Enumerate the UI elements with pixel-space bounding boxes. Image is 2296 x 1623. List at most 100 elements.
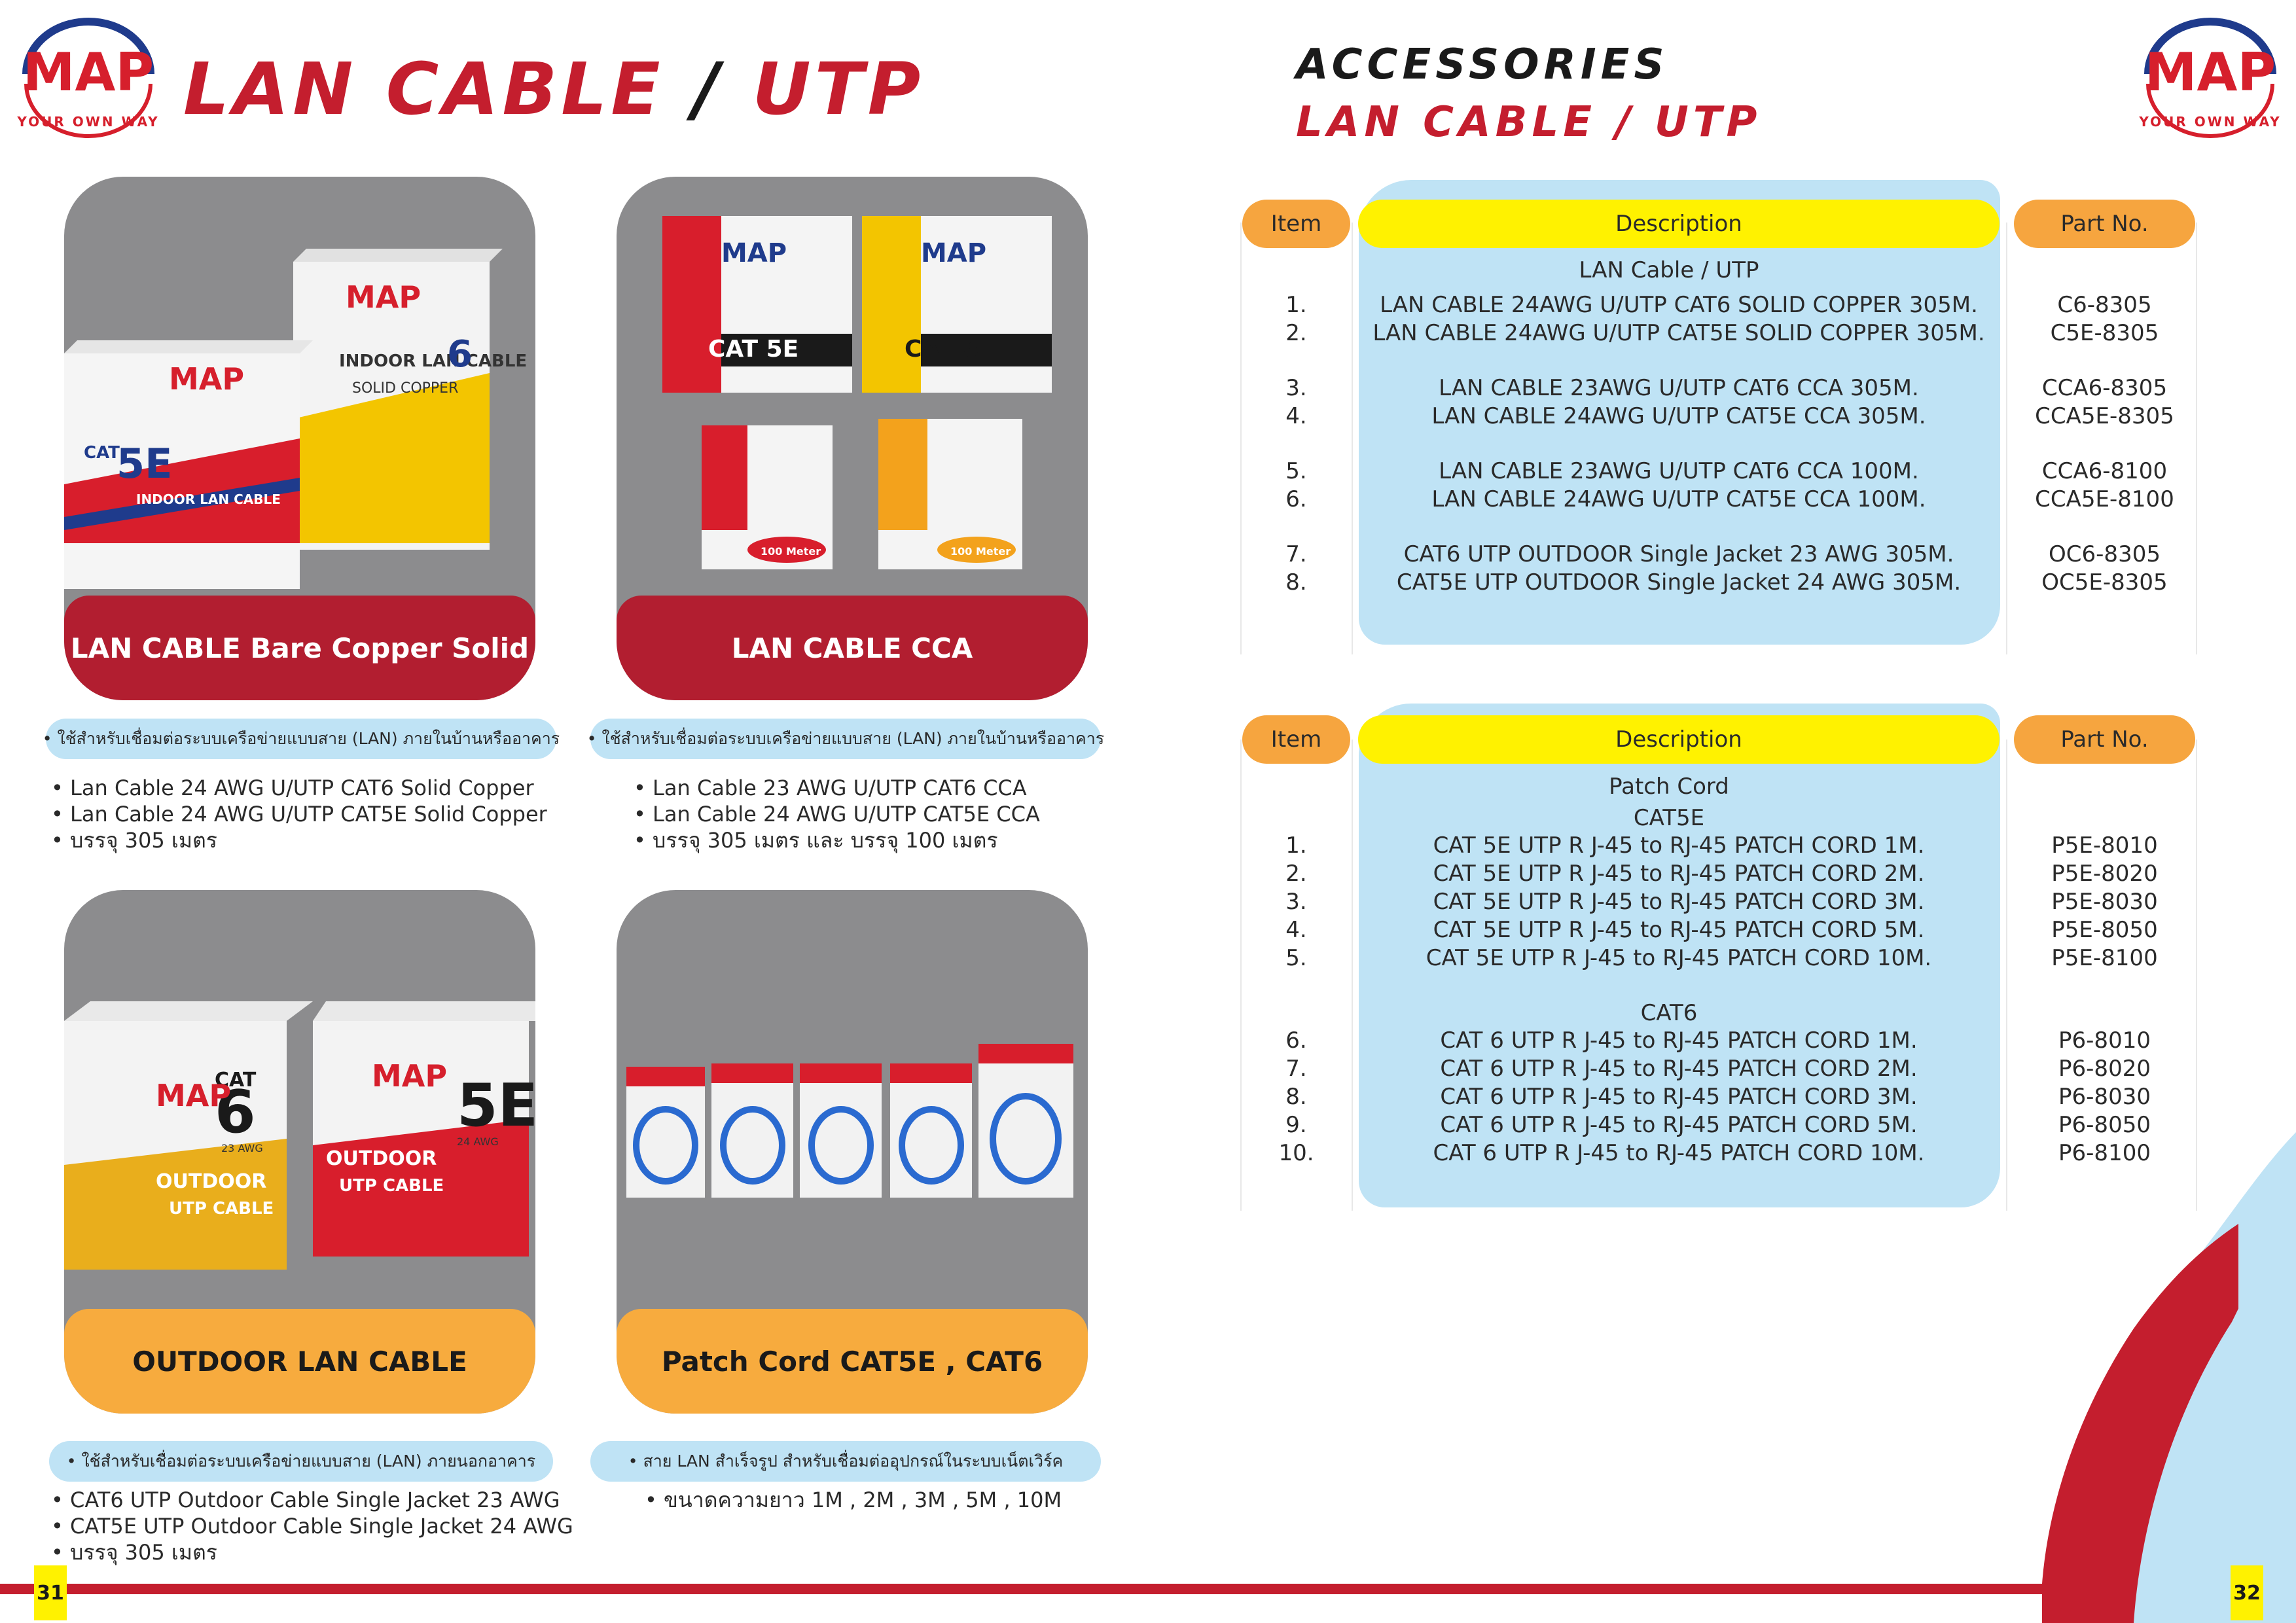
bullet-item: ขนาดความยาว 1M , 2M , 3M , 5M , 10M	[645, 1487, 1062, 1513]
product-image-patch-cord	[617, 890, 1088, 1302]
box-100m-text: 100 Meter	[761, 545, 821, 558]
table1-section-title: LAN Cable / UTP	[1579, 257, 1759, 283]
table1-part-no: CCA5E-8305	[2035, 403, 2174, 429]
table2-description-bg	[1359, 704, 2000, 1207]
table2-header-part-no: Part No.	[2014, 715, 2195, 764]
table2-description: CAT 5E UTP R J-45 to RJ-45 PATCH CORD 1M…	[1433, 832, 1925, 859]
table1-description: LAN CABLE 23AWG U/UTP CAT6 CCA 100M.	[1439, 458, 1919, 484]
table2-item-no: 3.	[1285, 889, 1307, 915]
table1-column-divider	[1240, 223, 1242, 654]
table1-description: CAT6 UTP OUTDOOR Single Jacket 23 AWG 30…	[1403, 541, 1954, 567]
table2-part-no: P5E-8010	[2051, 832, 2158, 859]
product-card-patch-cord: Patch Cord CAT5E , CAT6	[617, 890, 1088, 1414]
box-utp-text-2: UTP CABLE	[339, 1176, 444, 1196]
product-image-cca: CAT 5E CAT 6 100 Meter 100 Meter MAP MAP	[617, 177, 1088, 589]
box-logo-text-6: MAP	[372, 1058, 447, 1094]
bullet-item: Lan Cable 24 AWG U/UTP CAT5E Solid Coppe…	[51, 801, 547, 827]
box-logo-text-3: MAP	[721, 238, 787, 268]
box-outdoor-text-2: OUTDOOR	[326, 1147, 437, 1170]
table1-description-bg	[1359, 180, 2000, 645]
table2-description: CAT 6 UTP R J-45 to RJ-45 PATCH CORD 10M…	[1433, 1140, 1925, 1166]
table2-header-item: Item	[1242, 715, 1350, 764]
table2-item-no: 1.	[1285, 832, 1307, 859]
box-utp-text: UTP CABLE	[169, 1199, 274, 1219]
table1-description: LAN CABLE 23AWG U/UTP CAT6 CCA 305M.	[1439, 375, 1919, 401]
map-logo-right: MAP YOUR OWN WAY	[2135, 12, 2286, 143]
table2-part-no: P6-8010	[2058, 1027, 2151, 1054]
table1-header-description: Description	[1358, 200, 2000, 248]
product-card-cca: CAT 5E CAT 6 100 Meter 100 Meter MAP MAP…	[617, 177, 1088, 700]
table2-column-divider	[1352, 740, 1353, 1211]
card-pill-cca: • ใช้สำหรับเชื่อมต่อระบบเครือข่ายแบบสาย …	[587, 719, 1104, 759]
table1-header-part-no: Part No.	[2014, 200, 2195, 248]
table1-item-no: 5.	[1285, 458, 1307, 484]
box-logo-text: MAP	[169, 361, 244, 397]
table1-part-no: OC5E-8305	[2041, 569, 2168, 596]
bullet-item: CAT5E UTP Outdoor Cable Single Jacket 24…	[51, 1513, 573, 1539]
footer-line	[0, 1584, 2055, 1594]
table1-item-no: 8.	[1285, 569, 1307, 596]
map-logo-left: MAP YOUR OWN WAY	[13, 12, 164, 143]
table2-column-divider	[2196, 740, 2197, 1211]
box-cat5e-text: CAT 5E	[708, 336, 798, 363]
table1-item-no: 4.	[1285, 403, 1307, 429]
bullets-bare-copper: Lan Cable 24 AWG U/UTP CAT6 Solid Copper…	[51, 775, 547, 853]
table2-item-no: 5.	[1285, 945, 1307, 971]
bullets-patch-cord: ขนาดความยาว 1M , 2M , 3M , 5M , 10M	[645, 1487, 1062, 1513]
box-24awg-text: 24 AWG	[457, 1135, 499, 1148]
page-number-right: 32	[2231, 1565, 2263, 1620]
logo-brand: MAP	[2145, 42, 2276, 103]
box-indoor-text: INDOOR LAN CABLE	[339, 351, 527, 371]
box-cat-outdoor: CAT	[215, 1069, 257, 1092]
table1-item-no: 3.	[1285, 375, 1307, 401]
table1-description: CAT5E UTP OUTDOOR Single Jacket 24 AWG 3…	[1396, 569, 1962, 596]
table2-part-no: P6-8030	[2058, 1084, 2151, 1110]
table1-item-no: 7.	[1285, 541, 1307, 567]
bullet-item: CAT6 UTP Outdoor Cable Single Jacket 23 …	[51, 1487, 573, 1513]
bullet-item: Lan Cable 24 AWG U/UTP CAT6 Solid Copper	[51, 775, 547, 801]
table1-description: LAN CABLE 24AWG U/UTP CAT5E CCA 305M.	[1431, 403, 1926, 429]
box-100m-text-2: 100 Meter	[950, 545, 1011, 558]
table1-part-no: CCA6-8305	[2041, 375, 2168, 401]
product-image-outdoor: 6 CAT OUTDOOR UTP CABLE 23 AWG 5E OUTDOO…	[64, 890, 535, 1302]
box-logo-text-5: MAP	[156, 1078, 231, 1113]
card-label-cca: LAN CABLE CCA	[617, 596, 1088, 700]
map-logo-icon: MAP YOUR OWN WAY	[16, 18, 158, 138]
table2-part-no: P5E-8020	[2051, 861, 2158, 887]
box-cat6-text: CAT 6	[905, 336, 979, 363]
table2-item-no: 8.	[1285, 1084, 1307, 1110]
table2-item-no: 6.	[1285, 1027, 1307, 1054]
page-title-left: LAN CABLE / UTP	[183, 47, 924, 131]
title-utp: UTP	[752, 47, 925, 131]
table2-item-no: 4.	[1285, 917, 1307, 943]
bullet-item: บรรจุ 305 เมตร และ บรรจุ 100 เมตร	[634, 827, 1040, 853]
map-logo-icon: MAP YOUR OWN WAY	[2138, 18, 2280, 138]
page-number-left: 31	[34, 1565, 67, 1620]
table2-item-no: 10.	[1278, 1140, 1314, 1166]
table2-header-description: Description	[1358, 715, 2000, 764]
table2-description: CAT 6 UTP R J-45 to RJ-45 PATCH CORD 2M.	[1440, 1056, 1918, 1082]
table2-description: CAT 5E UTP R J-45 to RJ-45 PATCH CORD 2M…	[1433, 861, 1925, 887]
box-indoor-text-2: INDOOR LAN CABLE	[136, 491, 281, 507]
table2-description: CAT 6 UTP R J-45 to RJ-45 PATCH CORD 1M.	[1440, 1027, 1918, 1054]
product-card-outdoor: 6 CAT OUTDOOR UTP CABLE 23 AWG 5E OUTDOO…	[64, 890, 535, 1414]
table1-part-no: CCA5E-8100	[2035, 486, 2174, 512]
table2-subsection-cat5e: CAT5E	[1633, 805, 1705, 831]
table1-part-no: OC6-8305	[2049, 541, 2161, 567]
box-outdoor-text: OUTDOOR	[156, 1170, 266, 1193]
table1-column-divider	[2196, 223, 2197, 654]
table1-item-no: 6.	[1285, 486, 1307, 512]
table2-part-no: P5E-8030	[2051, 889, 2158, 915]
product-card-bare-copper: INDOOR LAN CABLE 6 SOLID COPPER 5E CAT I…	[64, 177, 535, 700]
table1-header-item: Item	[1242, 200, 1350, 248]
table1-part-no: C5E-8305	[2050, 320, 2159, 346]
logo-brand: MAP	[23, 42, 154, 103]
box-big5e-outdoor: 5E	[457, 1071, 535, 1140]
table2-description: CAT 5E UTP R J-45 to RJ-45 PATCH CORD 3M…	[1433, 889, 1925, 915]
box-logo-text-4: MAP	[921, 238, 986, 268]
card-label-patch-cord: Patch Cord CAT5E , CAT6	[617, 1309, 1088, 1414]
box-logo-text-2: MAP	[346, 279, 421, 315]
bullet-item: บรรจุ 305 เมตร	[51, 827, 547, 853]
bullets-outdoor: CAT6 UTP Outdoor Cable Single Jacket 23 …	[51, 1487, 573, 1565]
table2-column-divider	[1240, 740, 1242, 1211]
